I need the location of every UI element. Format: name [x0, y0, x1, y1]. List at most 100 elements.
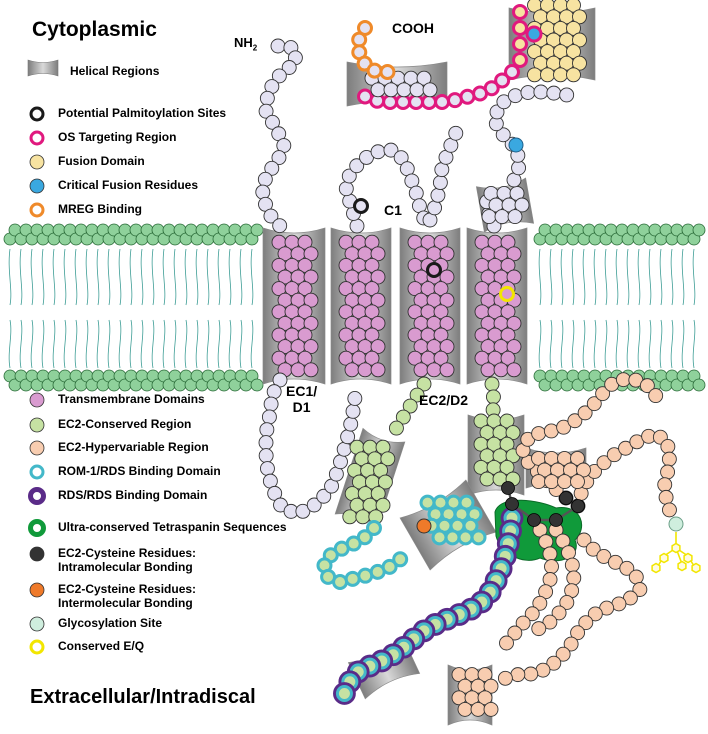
lipid-tail: [206, 248, 210, 306]
legend-item-eq: Conserved E/Q: [26, 639, 144, 657]
lipid-tail: [681, 319, 685, 369]
tm3-residue: [439, 246, 455, 262]
lipid-tail: [637, 248, 641, 306]
legend-swatch-ec2c: [26, 417, 48, 433]
lipid-tail: [549, 319, 553, 369]
lipid-tail: [118, 248, 122, 306]
legend-label-tm: Transmembrane Domains: [58, 392, 205, 406]
tm2-residue: [370, 246, 386, 262]
tm3-residue: [433, 350, 449, 366]
cterm-residue: [496, 94, 512, 110]
glycan-hexose: [691, 562, 701, 574]
lipid-tail: [206, 319, 210, 369]
tm4-residue: [493, 362, 509, 378]
legend-item-helical: Helical Regions: [26, 59, 160, 82]
tm1-residue: [297, 257, 313, 273]
fusion-residue: [540, 67, 555, 83]
lipid-tail: [692, 319, 696, 369]
glycan-hexose: [671, 542, 681, 554]
ec2-hypervariable-residue: [586, 396, 602, 412]
ec2-hypervariable-residue: [576, 532, 592, 548]
fusion-residue: [566, 67, 581, 83]
cterm-helix-residue: [409, 82, 425, 98]
cterm-residue: [511, 160, 527, 176]
legend-text-helical: Helical Regions: [70, 64, 160, 78]
ec2-hypervariable-residue: [563, 636, 579, 652]
tm3-residue: [439, 339, 455, 355]
lipid-tail: [30, 319, 34, 369]
legend-item-fusion: Fusion Domain: [26, 154, 145, 172]
palmitoylation-site-c1: [353, 198, 369, 214]
ec1-residue: [306, 497, 322, 513]
nterm-residue: [281, 60, 297, 75]
tm2-residue: [364, 350, 380, 366]
legend-text-cysinter: EC2-Cysteine Residues:: [58, 582, 197, 596]
legend-swatch-palm: [26, 106, 48, 122]
lipid-head: [250, 223, 264, 237]
lipid-tail: [659, 248, 663, 306]
lipid-tail: [129, 248, 133, 306]
cterm-residue: [546, 85, 562, 101]
os-targeting-residue: [504, 64, 520, 80]
lipid-tail: [239, 248, 243, 306]
ec2-hypervariable-residue: [531, 426, 547, 441]
lipid-tail: [239, 319, 243, 369]
lipid-tail: [217, 319, 221, 369]
rds-binding-residue: [335, 684, 353, 702]
ec1-residue: [295, 503, 311, 519]
lipid-tail: [118, 319, 122, 369]
lipid-tail: [560, 248, 564, 306]
ec2-conserved-residue: [375, 497, 391, 513]
ec2-conserved-residue: [342, 509, 358, 525]
ec2-hypervariable-residue: [567, 413, 583, 429]
legend-item-rds: RDS/RDS Binding Domain: [26, 487, 208, 506]
legend-text-glyco: Glycosylation Site: [58, 616, 163, 630]
cysteine-intermolecular: [416, 518, 432, 534]
palmitoylation-site-tm3: [426, 262, 442, 278]
ec1-line2: D1: [292, 399, 311, 415]
ec2-hypervariable-residue: [648, 388, 664, 404]
ec2-hypervariable-residue: [578, 615, 594, 631]
ec1-residue: [345, 403, 361, 419]
cterm-helix-residue: [416, 70, 432, 86]
tm2-residue: [370, 292, 386, 308]
c1-residue: [341, 168, 357, 184]
ec2-hypervariable-residue: [607, 554, 623, 570]
tm1-residue: [303, 246, 319, 262]
glycan-hexose: [683, 552, 693, 564]
lipid-tail: [63, 319, 67, 369]
tm1-residue: [303, 339, 319, 355]
tm2-residue: [370, 315, 386, 331]
legend-label-ec2c: EC2-Conserved Region: [58, 417, 191, 431]
tm2-residue: [364, 281, 380, 297]
lipid-tail: [151, 248, 155, 306]
ec2-hypervariable-residue: [483, 701, 499, 717]
ec2-hypervariable-residue: [551, 605, 567, 621]
legend-swatch-glyco: [26, 616, 48, 632]
ec2-hypervariable-residue: [555, 646, 571, 662]
lipid-tail: [538, 319, 542, 369]
tm1-residue: [290, 362, 306, 378]
lipid-tail: [626, 248, 630, 306]
legend-item-cysintra: EC2-Cysteine Residues:Intramolecular Bon…: [26, 546, 196, 574]
legend-swatch-tm: [26, 392, 48, 408]
legend-item-ec2c: EC2-Conserved Region: [26, 417, 191, 435]
legend-text-rds: RDS/RDS Binding Domain: [58, 488, 208, 502]
lipid-tail: [162, 248, 166, 306]
lipid-tail: [626, 319, 630, 369]
legend-item-glyco: Glycosylation Site: [26, 616, 162, 634]
legend-item-palm: Potential Palmitoylation Sites: [26, 106, 226, 124]
fusion-residue: [553, 67, 568, 83]
lipid-tail: [162, 319, 166, 369]
c1-residue: [338, 181, 354, 197]
lipid-tail: [107, 248, 111, 306]
tm4-residue: [506, 246, 522, 262]
cysteine-intramolecular: [559, 491, 573, 505]
os-targeting-residue: [459, 88, 476, 105]
ec2-hypervariable-residue: [559, 595, 575, 610]
fusion-residue: [572, 55, 587, 71]
cooh-terminus-label: COOH: [392, 20, 434, 36]
legend-swatch-os: [26, 130, 48, 146]
tm2-residue: [364, 327, 380, 343]
ec1-residue: [259, 422, 275, 438]
